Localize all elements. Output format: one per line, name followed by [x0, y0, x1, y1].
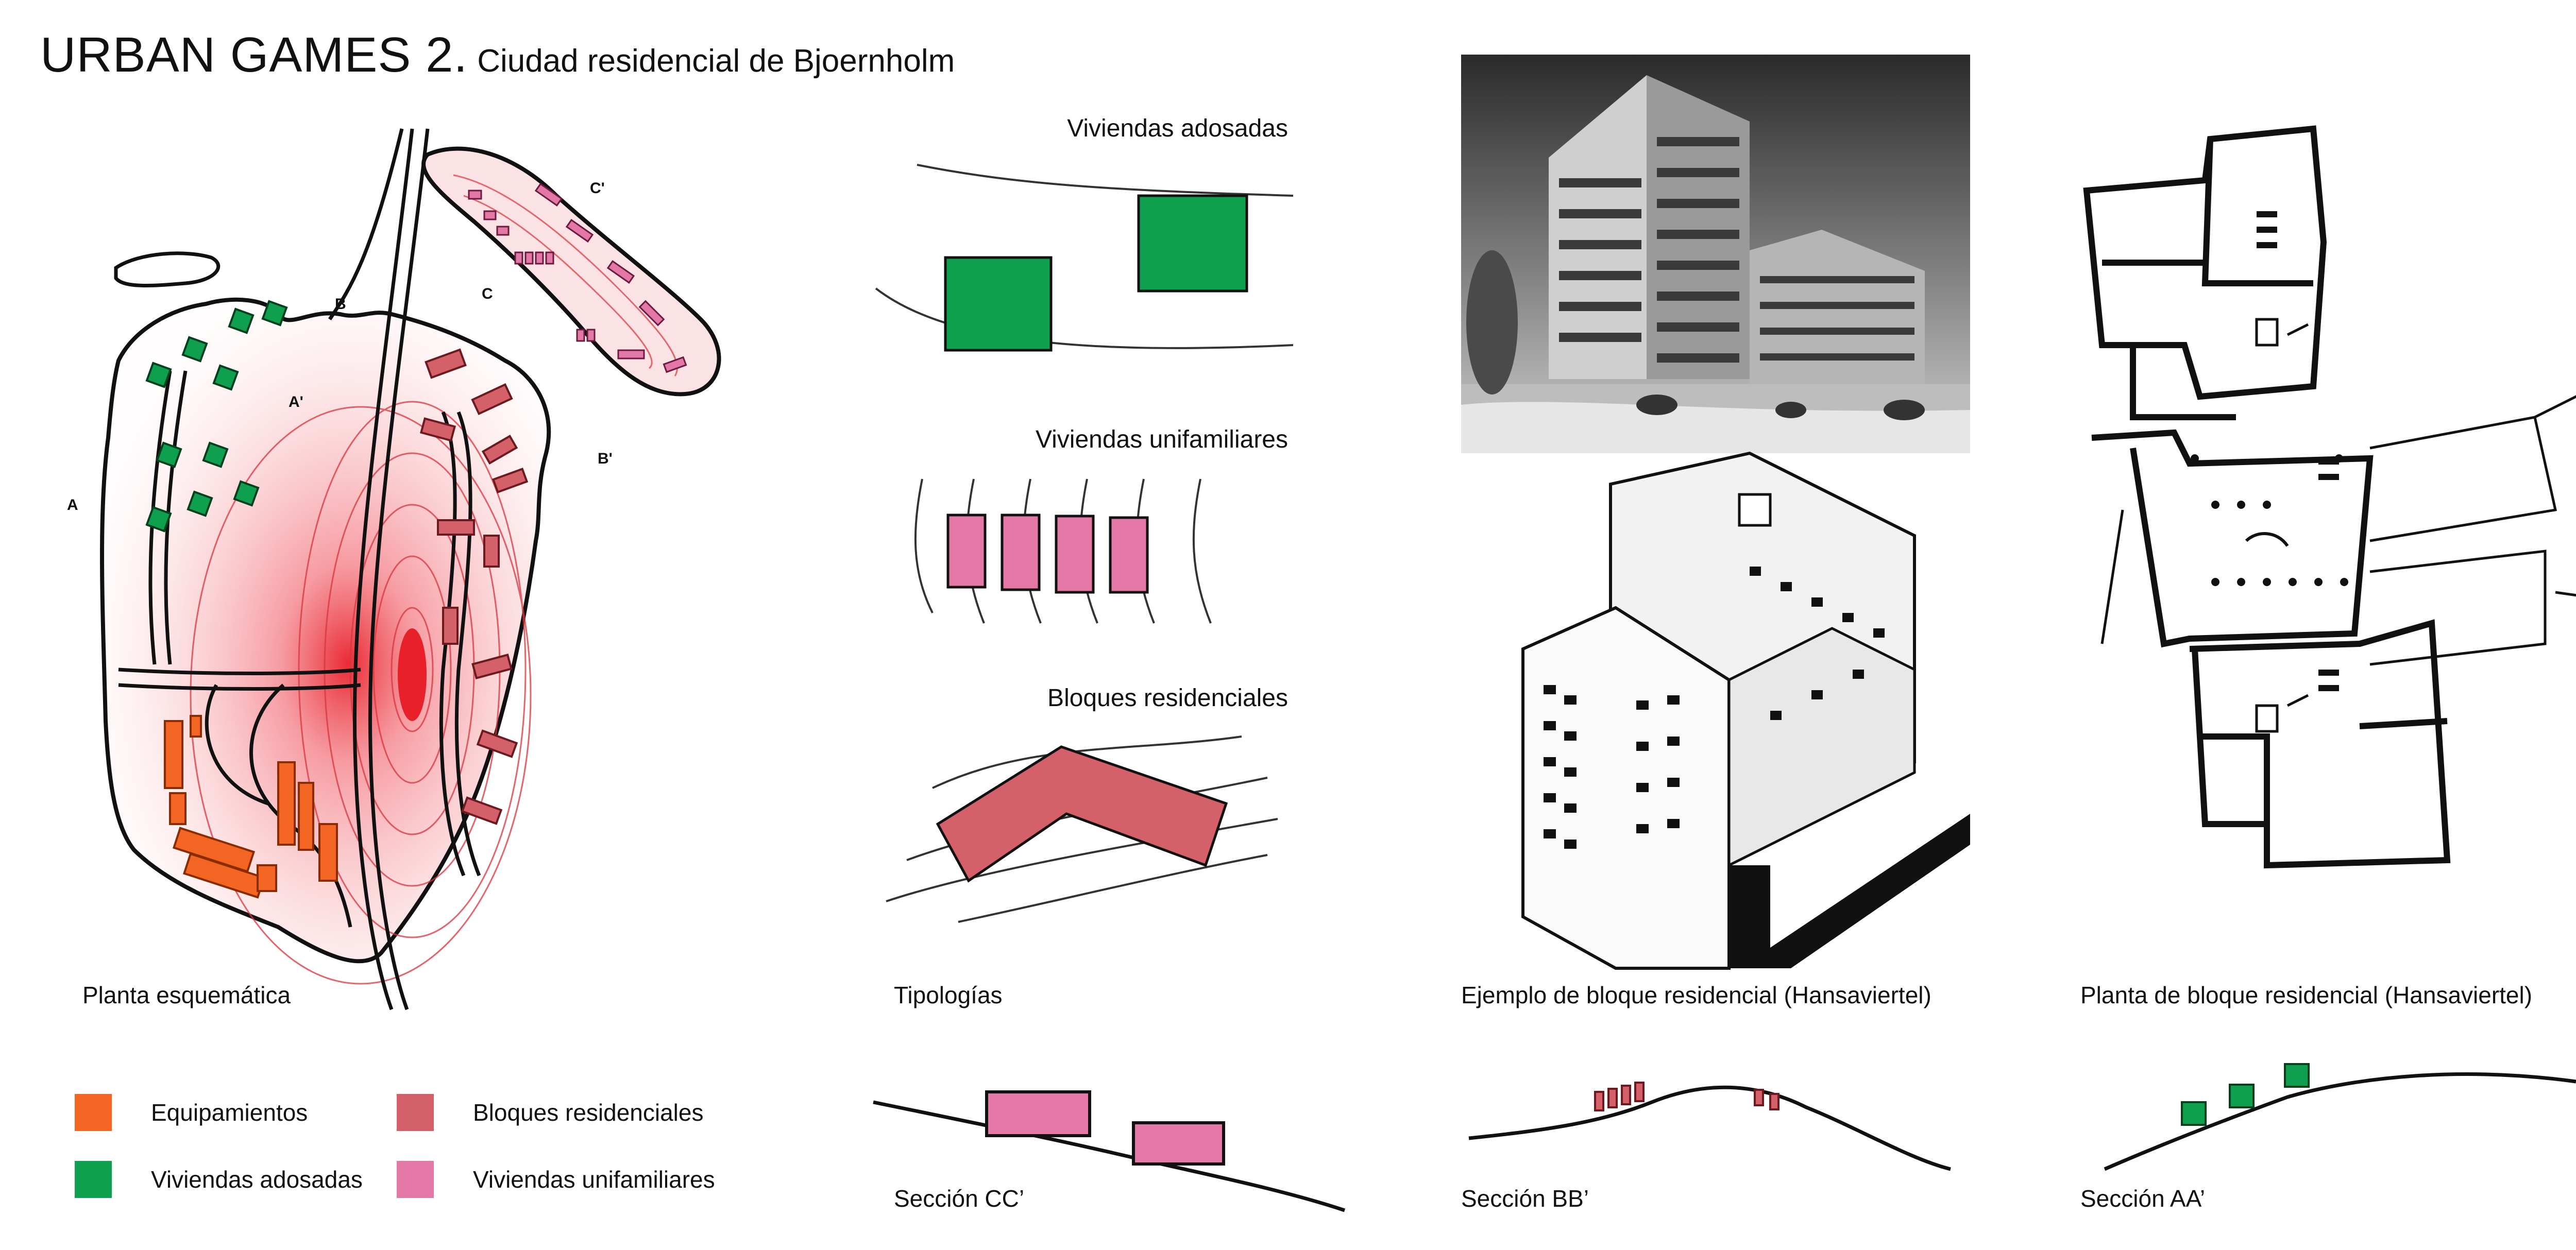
typology-label-adosadas: Viviendas adosadas [1067, 115, 1288, 142]
typology-adosadas [875, 164, 1294, 352]
title-main: URBAN GAMES 2. [40, 27, 468, 82]
mark-b-prime: B' [598, 450, 613, 467]
legend-label: Viviendas unifamiliares [473, 1166, 715, 1193]
section-aa-caption: Sección AA’ [2080, 1185, 2206, 1212]
typology-label-unifamiliares: Viviendas unifamiliares [1035, 426, 1288, 453]
mark-c-prime: C' [590, 180, 605, 197]
column-dots [2191, 454, 2348, 586]
schematic-plan: A A' B B' C C' [67, 128, 721, 1011]
highway [118, 128, 481, 1011]
window-rows [1559, 137, 1914, 363]
mark-b: B [335, 296, 346, 313]
typology-unifamiliares [914, 478, 1212, 624]
section-cc-caption: Sección CC’ [894, 1185, 1025, 1212]
topo-contours [190, 401, 532, 985]
legend-adosadas: Viviendas adosadas [75, 1161, 363, 1198]
section-bb [1468, 1082, 1951, 1171]
page-title: URBAN GAMES 2.Ciudad residencial de Bjoe… [40, 27, 955, 83]
axonometric-drawing [1461, 451, 1970, 970]
typology-label-bloques: Bloques residenciales [1047, 684, 1288, 712]
floorplan-caption: Planta de bloque residencial (Hansaviert… [2080, 982, 2533, 1008]
unifamiliares-buildings [468, 183, 687, 373]
section-bb-caption: Sección BB’ [1461, 1185, 1589, 1212]
hill-peak [398, 628, 427, 721]
legend-bloques: Bloques residenciales [397, 1094, 704, 1131]
bloques-buildings [419, 348, 529, 825]
adosadas-buildings [145, 300, 288, 533]
swatch-unifamiliares [397, 1161, 434, 1198]
section-cc [873, 1090, 1346, 1212]
legend-label: Bloques residenciales [473, 1099, 704, 1126]
axo-windows [1544, 567, 1885, 849]
legend-unifamiliares: Viviendas unifamiliares [397, 1161, 715, 1198]
title-sub: Ciudad residencial de Bjoernholm [477, 43, 955, 79]
swatch-equipamientos [75, 1094, 112, 1131]
legend-equipamientos: Equipamientos [75, 1094, 308, 1131]
mark-c: C [482, 285, 493, 302]
typology-bloques [886, 735, 1278, 923]
floor-plan-drawing [2083, 125, 2576, 869]
photo-caption: Ejemplo de bloque residencial (Hansavier… [1461, 982, 1931, 1008]
swatch-bloques [397, 1094, 434, 1131]
plan-caption: Planta esquemática [82, 982, 291, 1008]
typologies-caption: Tipologías [894, 982, 1003, 1008]
building-photo [1461, 55, 1970, 453]
mark-a-prime: A' [289, 393, 303, 410]
island-outline [114, 251, 221, 287]
section-aa [2104, 1063, 2576, 1171]
swatch-adosadas [75, 1161, 112, 1198]
legend-label: Equipamientos [151, 1099, 308, 1126]
legend-label: Viviendas adosadas [151, 1166, 363, 1193]
equipamientos-buildings [164, 715, 338, 899]
mark-a: A [67, 496, 78, 513]
